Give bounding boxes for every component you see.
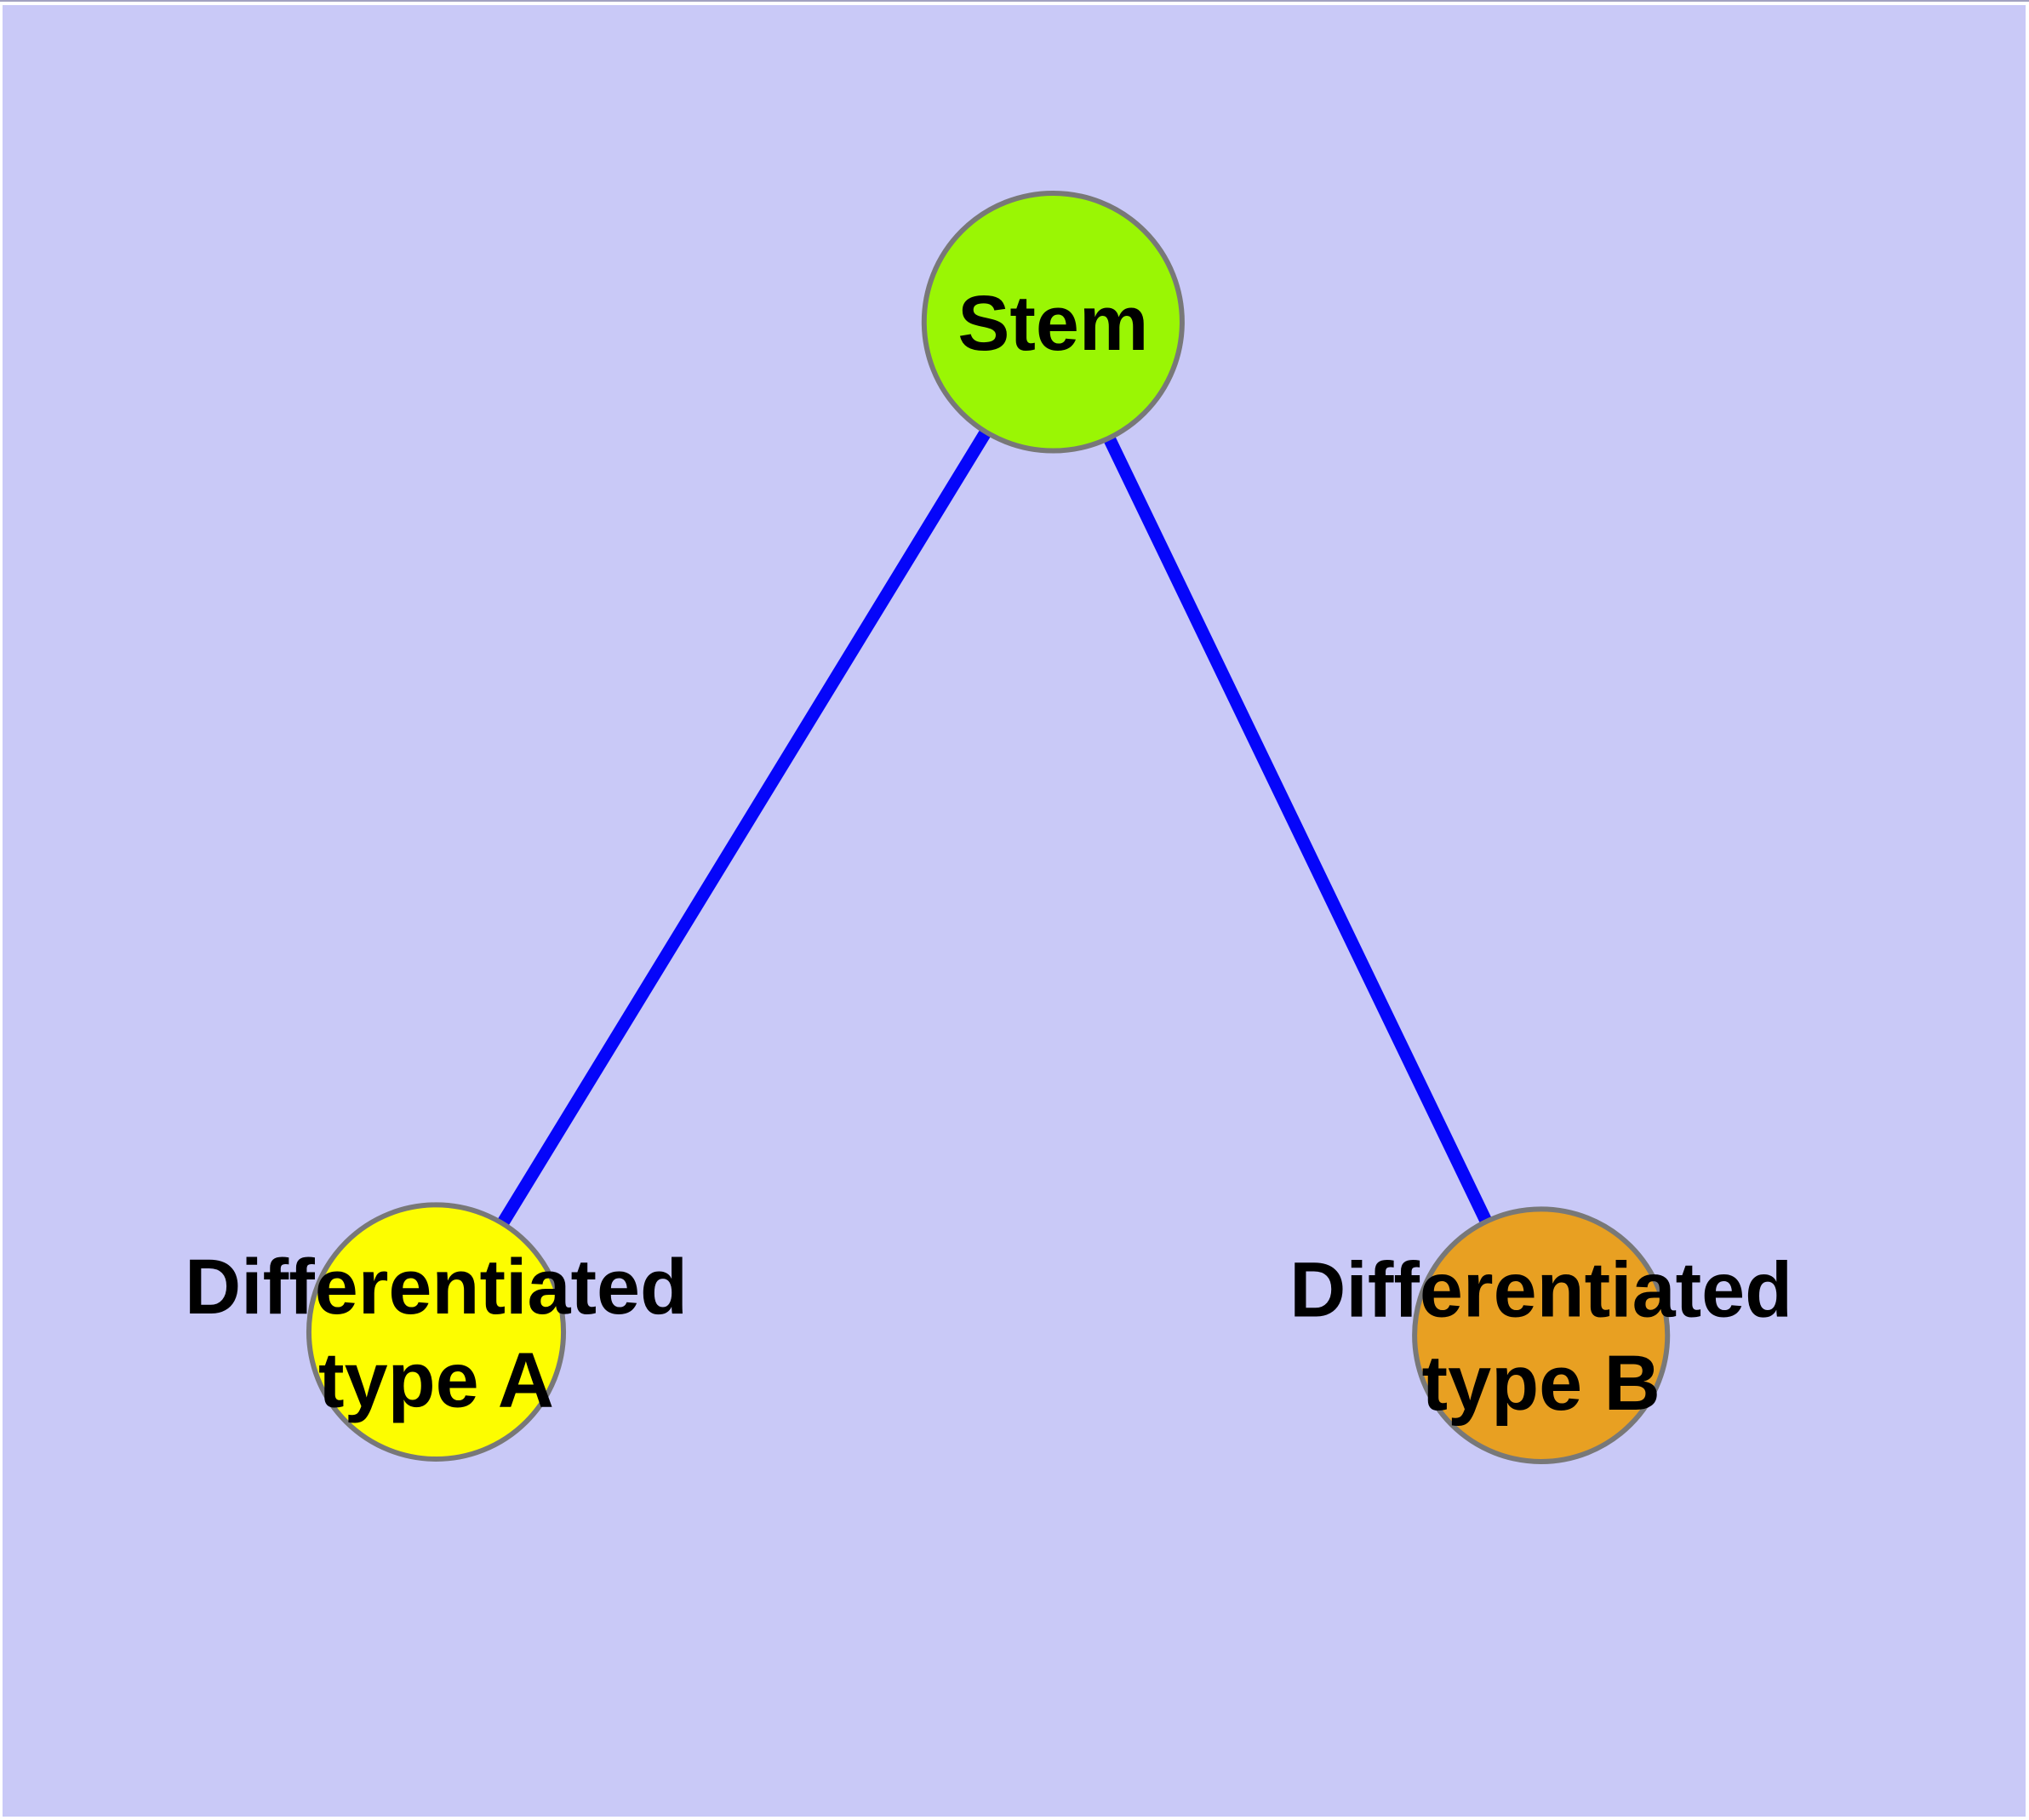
window-top-border bbox=[0, 0, 2029, 2]
node-stem-label: Stem bbox=[957, 280, 1148, 367]
graph-canvas: Stem Differentiated type A Differentiate… bbox=[3, 5, 2026, 1817]
node-stem[interactable] bbox=[921, 190, 1185, 454]
node-differentiated-type-a[interactable] bbox=[306, 1202, 567, 1462]
edge-stem-to-type-a bbox=[431, 318, 1059, 1336]
node-type-b-label-line2: type B bbox=[1422, 1340, 1660, 1427]
node-type-a-label-line1: Differentiated bbox=[185, 1244, 688, 1331]
node-type-a-label-line2: type A bbox=[318, 1336, 554, 1423]
node-type-b-label-line1: Differentiated bbox=[1289, 1247, 1792, 1334]
edge-stem-to-type-b bbox=[1047, 319, 1547, 1338]
node-differentiated-type-b[interactable] bbox=[1412, 1206, 1671, 1464]
